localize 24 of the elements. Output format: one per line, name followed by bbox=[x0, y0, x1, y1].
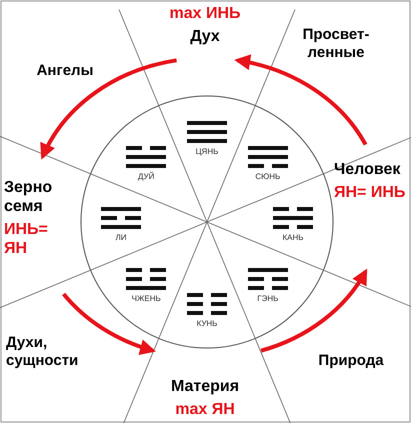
heading-text: Человек bbox=[334, 161, 400, 178]
trigram-name: ЧЖЕНЬ bbox=[130, 294, 162, 303]
region-label: Духи, сущности bbox=[6, 334, 80, 370]
curved-arrow bbox=[234, 55, 368, 146]
region-label: Природа bbox=[317, 352, 385, 370]
heading-text: max ИНЬ bbox=[169, 5, 241, 22]
trigram-name: СЮНЬ bbox=[254, 172, 282, 182]
note-text: max ЯН bbox=[175, 401, 235, 418]
curved-arrow bbox=[260, 268, 368, 353]
region-label: Просвет-ленные bbox=[302, 26, 370, 62]
trigram-name: ГЭНЬ bbox=[256, 294, 280, 303]
curved-arrow bbox=[40, 58, 177, 160]
trigram-name: КУНЬ bbox=[196, 319, 218, 328]
note-text: ЯН= ИНЬ bbox=[334, 184, 406, 201]
curved-arrow bbox=[62, 292, 156, 354]
trigram-name: КАНЬ bbox=[281, 233, 305, 242]
trigram-name: ДУЙ bbox=[137, 172, 156, 182]
trigram-name: ЦЯНЬ bbox=[194, 147, 220, 156]
region-label: Ангелы bbox=[36, 62, 94, 80]
trigram-name: ЛИ bbox=[114, 233, 128, 242]
note-text: ИНЬ= ЯН bbox=[4, 221, 48, 257]
heading-text: Зерно семя bbox=[4, 179, 52, 215]
note-text: Дух bbox=[190, 28, 220, 45]
heading-text: Материя bbox=[170, 378, 240, 395]
